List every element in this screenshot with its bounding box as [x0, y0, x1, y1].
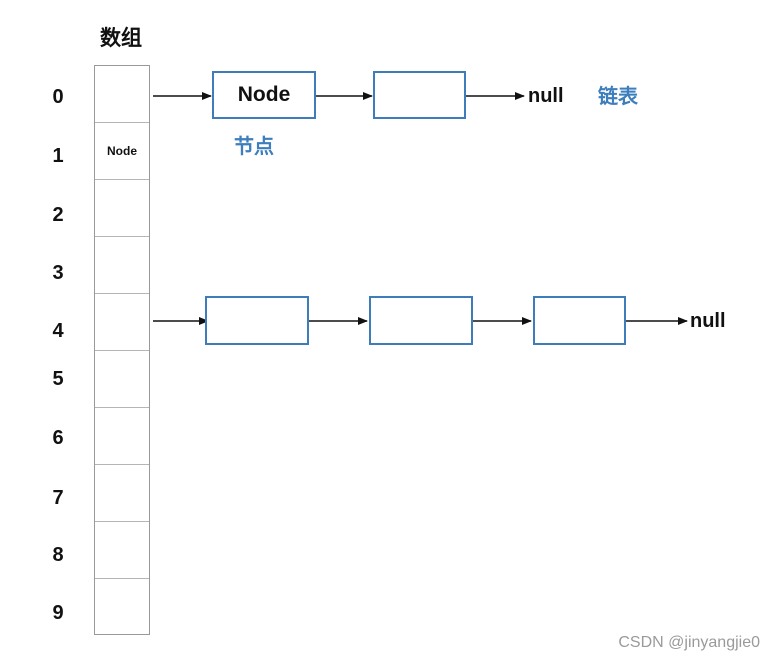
linked-list-caption: 链表: [598, 84, 638, 108]
array-title: 数组: [100, 26, 142, 50]
list-node-a2: [373, 71, 466, 119]
array-column: Node: [94, 65, 150, 635]
list-node-b1: [205, 296, 309, 345]
list-node-a1: Node: [212, 71, 316, 119]
watermark-text: CSDN @jinyangjie0: [618, 634, 760, 651]
array-cell-3: [95, 237, 149, 294]
list-node-b3: [533, 296, 626, 345]
index-label-9: 9: [52, 602, 64, 624]
null-terminal-b: null: [690, 310, 726, 332]
index-label-7: 7: [52, 487, 64, 509]
array-cell-0: [95, 66, 149, 123]
array-cell-8: [95, 522, 149, 579]
index-label-4: 4: [52, 320, 64, 342]
array-cell-4: [95, 294, 149, 351]
index-label-5: 5: [52, 368, 64, 390]
array-cell-5: [95, 351, 149, 408]
index-label-0: 0: [52, 86, 64, 108]
node-caption: 节点: [234, 134, 274, 158]
array-cell-1: Node: [95, 123, 149, 180]
index-label-8: 8: [52, 544, 64, 566]
array-cell-6: [95, 408, 149, 465]
array-cell-2: [95, 180, 149, 237]
index-label-1: 1: [52, 145, 64, 167]
index-label-2: 2: [52, 204, 64, 226]
array-cell-7: [95, 465, 149, 522]
list-node-b2: [369, 296, 473, 345]
index-label-6: 6: [52, 427, 64, 449]
index-label-3: 3: [52, 262, 64, 284]
null-terminal-a: null: [528, 85, 564, 107]
